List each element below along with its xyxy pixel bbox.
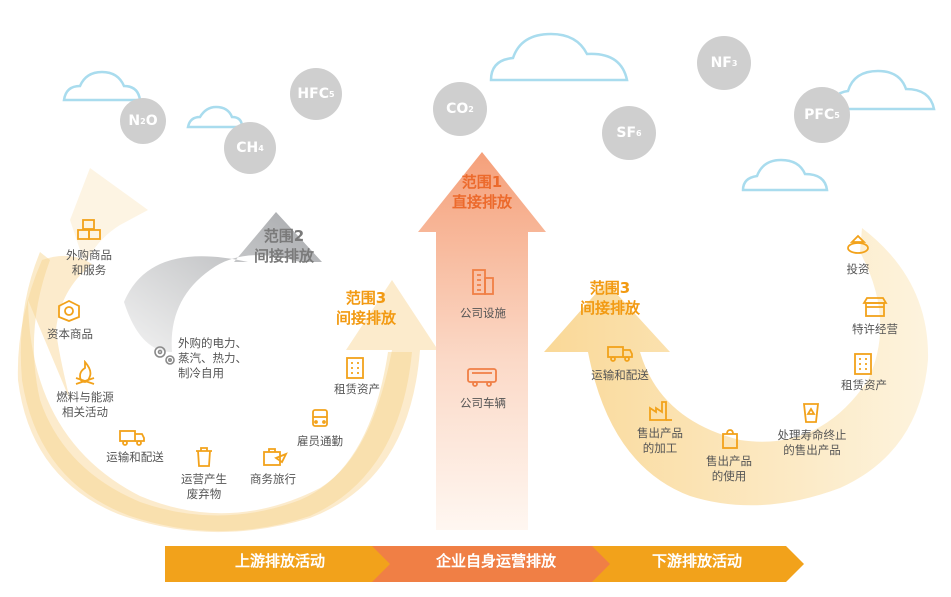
label-use-of-products: 售出产品 的使用: [706, 454, 752, 483]
bar-label-company: 企业自身运营排放: [435, 552, 556, 570]
bar-label-upstream: 上游排放活动: [234, 552, 325, 570]
gears-icon: [154, 346, 175, 365]
cloud: [186, 105, 244, 129]
label-fuel-energy: 燃料与能源 相关活动: [56, 390, 114, 419]
trash-icon: [196, 447, 212, 467]
factory-icon: [649, 401, 672, 421]
cloud: [489, 32, 629, 82]
scope2-title: 范围2 间接排放: [253, 227, 314, 265]
scope3-upstream-title: 范围3 间接排放: [335, 289, 396, 327]
scope1-title: 范围1 直接排放: [451, 173, 512, 211]
bar-label-downstream: 下游排放活动: [651, 552, 742, 570]
label-upstream-leased-assets: 租赁资产: [334, 382, 380, 396]
label-processing: 售出产品 的加工: [637, 426, 683, 455]
fire-icon: [75, 360, 95, 385]
fade-arrow: [70, 168, 148, 265]
recycle-bin-icon: [802, 403, 820, 423]
label-waste: 运营产生 废弃物: [181, 472, 227, 501]
scope1-arrow: [418, 152, 546, 530]
label-franchises: 特许经营: [852, 322, 898, 336]
coins-icon: [847, 234, 869, 254]
building-icon: [346, 357, 364, 379]
downstream-building-icon: [854, 353, 872, 375]
label-downstream-transport: 运输和配送: [591, 368, 649, 382]
shopping-bag-icon: [722, 429, 738, 449]
label-upstream-transport: 运输和配送: [106, 450, 164, 464]
bus-icon: [312, 409, 328, 427]
bar-upstream: [165, 546, 398, 582]
label-end-of-life: 处理寿命终止 的售出产品: [777, 428, 847, 457]
bar-downstream: [592, 546, 804, 582]
downstream-truck-icon: [607, 346, 633, 362]
scope2-arrow: [124, 212, 322, 352]
label-vehicles: 公司车辆: [460, 396, 506, 410]
company-bus-icon: [467, 368, 497, 387]
label-business-travel: 商务旅行: [250, 472, 296, 486]
label-capital-goods: 资本商品: [47, 327, 93, 341]
label-facilities: 公司设施: [460, 306, 506, 320]
label-investments: 投资: [846, 262, 870, 276]
scope3-downstream-title: 范围3 间接排放: [579, 279, 640, 317]
label-purchased-goods: 外购商品 和服务: [66, 248, 112, 277]
cloud: [62, 70, 142, 102]
office-building-icon: [472, 269, 494, 295]
downstream-arc: [544, 228, 929, 506]
cloud: [741, 158, 829, 192]
storefront-icon: [862, 297, 888, 317]
luggage-plane-icon: [263, 448, 288, 466]
boxes-icon: [77, 219, 101, 240]
truck-icon: [119, 430, 145, 446]
bar-company: [372, 546, 618, 582]
upstream-arc: [17, 255, 438, 533]
box-gear-icon: [58, 299, 80, 322]
label-purchased-power: 外购的电力、 蒸汽、热力、 制冷自用: [178, 336, 247, 380]
label-commuting: 雇员通勤: [297, 434, 343, 448]
label-downstream-leased-assets: 租赁资产: [841, 378, 887, 392]
